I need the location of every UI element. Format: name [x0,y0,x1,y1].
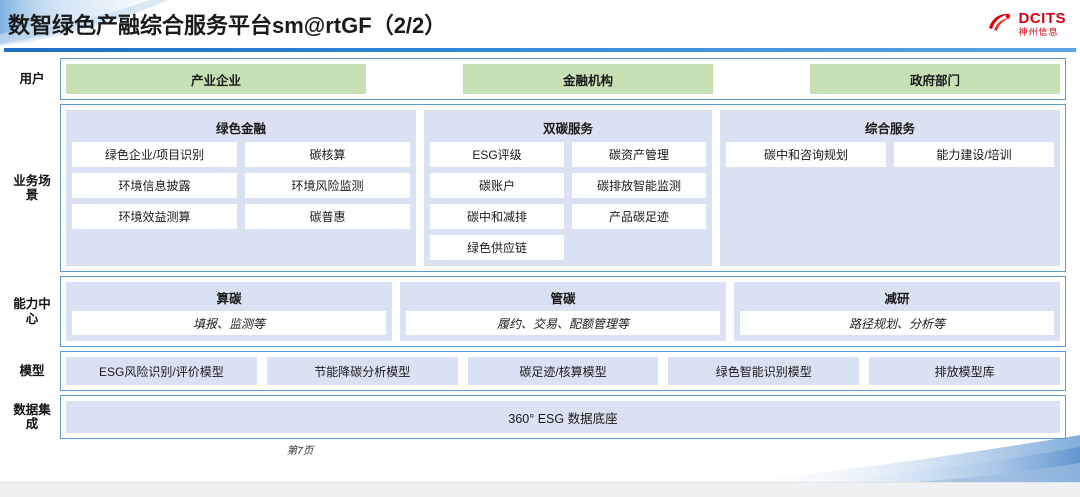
group-title-green-finance: 绿色金融 [215,122,266,136]
model-box[interactable]: 排放模型库 [869,357,1060,385]
row-data-integration: 数据集成 360° ESG 数据底座 [4,395,1066,439]
page-number: 第7页 [286,445,314,457]
row-capability-center: 能力中心 算碳 填报、监测等 管碳 履约、交易、配额管理等 减研 路径规划、分析… [4,276,1066,347]
capability-group-calc-carbon: 算碳 填报、监测等 [66,282,392,341]
scenario-tile[interactable]: 绿色供应链 [430,235,564,260]
scenario-tile[interactable]: 碳资产管理 [572,142,706,167]
page-title: 数智绿色产融综合服务平台sm@rtGF（2/2） [8,13,447,38]
scenario-tile[interactable]: 碳核算 [245,142,410,167]
scenario-tile[interactable]: ESG评级 [430,142,564,167]
capability-title: 算碳 [216,292,242,306]
capability-group-reduce-research: 减研 路径规划、分析等 [734,282,1060,341]
row-label-models: 模型 [19,363,45,378]
group-title-dual-carbon: 双碳服务 [542,122,593,136]
scenario-tile[interactable]: 能力建设/培训 [894,142,1054,167]
scenario-group-comprehensive: 综合服务 碳中和咨询规划 能力建设/培训 [720,110,1060,266]
capability-subtitle[interactable]: 填报、监测等 [72,311,386,335]
row-scenarios: 业务场景 绿色金融 绿色企业/项目识别 碳核算 环境信息披露 环境风险监测 环境… [4,104,1066,272]
scenario-tile[interactable]: 碳账户 [430,173,564,198]
row-label-capability-center: 能力中心 [13,297,51,326]
scenario-group-dual-carbon: 双碳服务 ESG评级 碳资产管理 碳账户 碳排放智能监测 碳中和减排 产品碳足迹… [424,110,712,266]
scenario-tile[interactable]: 环境风险监测 [245,173,410,198]
row-users: 用户 产业企业 金融机构 政府部门 [4,58,1066,100]
row-body-scenarios: 绿色金融 绿色企业/项目识别 碳核算 环境信息披露 环境风险监测 环境效益测算 … [60,104,1066,272]
capability-title: 管碳 [550,292,576,306]
model-box[interactable]: 节能降碳分析模型 [266,357,458,385]
group-title-comprehensive: 综合服务 [864,122,915,136]
brand-logo: DCITS 神州信息 [986,11,1067,38]
capability-subtitle[interactable]: 履约、交易、配额管理等 [406,311,720,335]
row-models: 模型 ESG风险识别/评价模型 节能降碳分析模型 碳足迹/核算模型 绿色智能识别… [4,351,1066,391]
scenario-tile[interactable]: 碳中和咨询规划 [726,142,886,167]
row-body-models: ESG风险识别/评价模型 节能降碳分析模型 碳足迹/核算模型 绿色智能识别模型 … [60,351,1066,391]
header-divider [4,48,1076,52]
capability-group-manage-carbon: 管碳 履约、交易、配额管理等 [400,282,726,341]
scenario-tile[interactable]: 碳排放智能监测 [572,173,706,198]
scenario-tile[interactable]: 绿色企业/项目识别 [72,142,237,167]
scenario-tile[interactable]: 环境信息披露 [72,173,237,198]
scenario-tile[interactable]: 碳普惠 [245,204,410,229]
model-box[interactable]: 碳足迹/核算模型 [467,357,659,385]
dcits-swoosh-icon [986,11,1014,38]
user-box-industry[interactable]: 产业企业 [66,64,366,94]
row-body-users: 产业企业 金融机构 政府部门 [60,58,1066,100]
user-box-government[interactable]: 政府部门 [810,64,1060,94]
row-label-data-integration: 数据集成 [13,402,51,431]
data-foundation-bar[interactable]: 360° ESG 数据底座 [66,401,1060,433]
architecture-board: 用户 产业企业 金融机构 政府部门 业务场景 绿色金融 绿色企业/项目识别 碳核… [0,52,1080,439]
bottom-decoration [660,433,1080,483]
slide-header: 数智绿色产融综合服务平台sm@rtGF（2/2） DCITS 神州信息 [0,0,1080,48]
scenario-tile[interactable]: 碳中和减排 [430,204,564,229]
row-label-scenarios: 业务场景 [13,173,51,202]
logo-text-en: DCITS [1018,10,1066,27]
row-body-capability-center: 算碳 填报、监测等 管碳 履约、交易、配额管理等 减研 路径规划、分析等 [60,276,1066,347]
model-box[interactable]: ESG风险识别/评价模型 [66,357,257,385]
scenario-tile[interactable]: 环境效益测算 [72,204,237,229]
row-label-users: 用户 [19,71,45,86]
model-box[interactable]: 绿色智能识别模型 [668,357,860,385]
scenario-group-green-finance: 绿色金融 绿色企业/项目识别 碳核算 环境信息披露 环境风险监测 环境效益测算 … [66,110,416,266]
user-box-financial[interactable]: 金融机构 [463,64,713,94]
row-body-data-integration: 360° ESG 数据底座 [60,395,1066,439]
page-bottom-strip [0,482,1080,497]
scenario-tile[interactable]: 产品碳足迹 [572,204,706,229]
logo-text-cn: 神州信息 [1018,27,1059,37]
capability-title: 减研 [884,292,910,306]
capability-subtitle[interactable]: 路径规划、分析等 [740,311,1054,335]
